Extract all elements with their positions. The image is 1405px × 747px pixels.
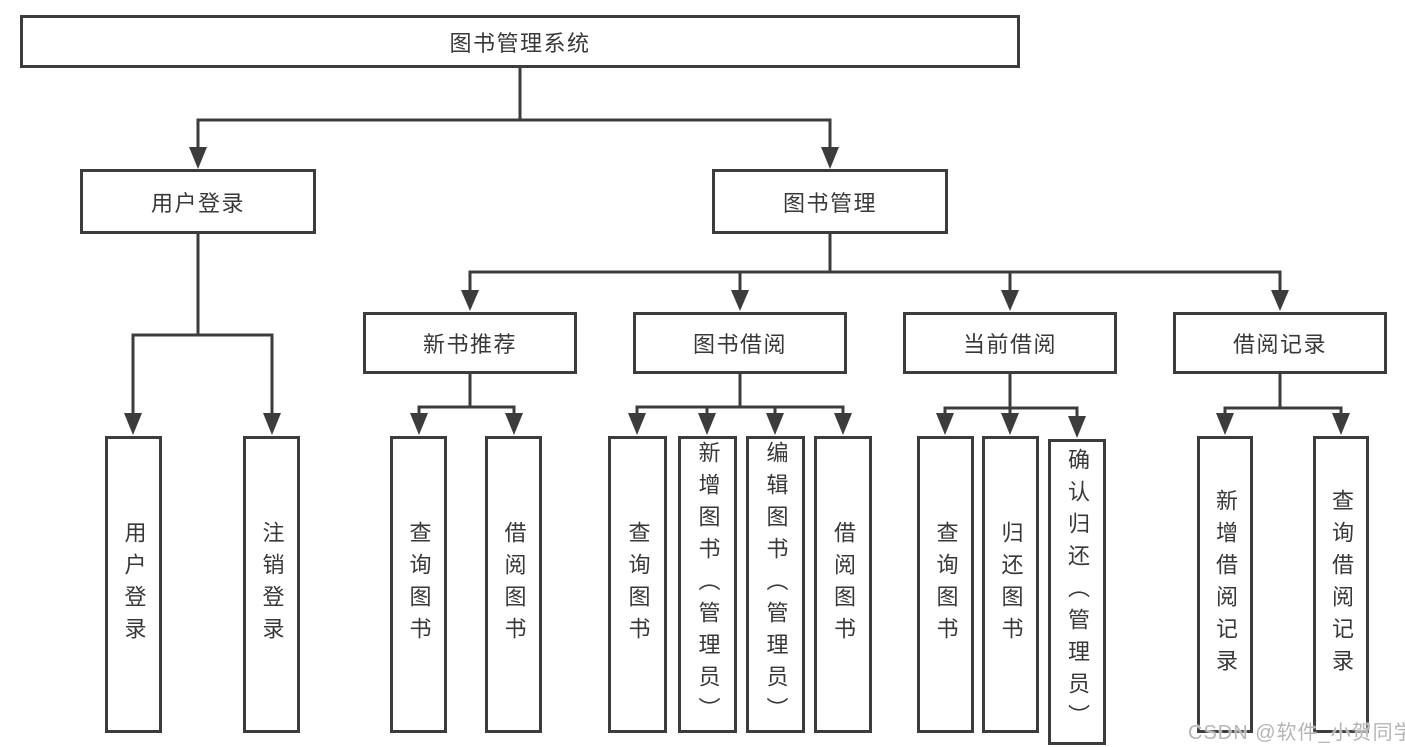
connector-bookborrow-to-leaves — [635, 374, 845, 416]
connector-root-to-level2 — [196, 67, 832, 150]
connector-userlogin-to-leaves — [131, 234, 274, 416]
leaf-query-books-recommend: 查询图书 — [390, 436, 447, 733]
leaf-add-borrow-record: 新增借阅记录 — [1197, 436, 1253, 733]
leaf-borrow-books-recommend: 借阅图书 — [485, 436, 542, 733]
leaf-add-books-admin: 新增图书（管理员） — [678, 436, 737, 733]
connector-newbooks-to-leaves — [417, 374, 516, 416]
leaf-query-borrow-record: 查询借阅记录 — [1313, 436, 1369, 733]
node-new-book-recommend: 新书推荐 — [363, 312, 577, 374]
leaf-confirm-return-admin: 确认归还（管理员） — [1048, 439, 1106, 745]
leaf-return-books: 归还图书 — [982, 436, 1039, 733]
leaf-edit-books-admin: 编辑图书（管理员） — [746, 436, 805, 733]
csdn-watermark: CSDN @软件_小贺同学 — [1188, 722, 1405, 744]
node-current-borrow: 当前借阅 — [903, 312, 1117, 374]
connector-bookmgmt-to-level3 — [468, 234, 1282, 292]
node-book-management: 图书管理 — [712, 169, 948, 234]
node-root: 图书管理系统 — [20, 15, 1020, 68]
leaf-query-books-current: 查询图书 — [917, 436, 974, 733]
node-user-login: 用户登录 — [80, 169, 316, 234]
leaf-logout: 注销登录 — [243, 436, 300, 733]
leaf-borrow-books: 借阅图书 — [814, 436, 872, 733]
leaf-query-books-borrow: 查询图书 — [608, 436, 667, 733]
leaf-user-login: 用户登录 — [105, 436, 162, 733]
node-borrow-records: 借阅记录 — [1173, 312, 1387, 374]
connector-records-to-leaves — [1223, 374, 1343, 416]
connector-currentborrow-to-leaves — [943, 374, 1079, 419]
node-book-borrow: 图书借阅 — [633, 312, 847, 374]
